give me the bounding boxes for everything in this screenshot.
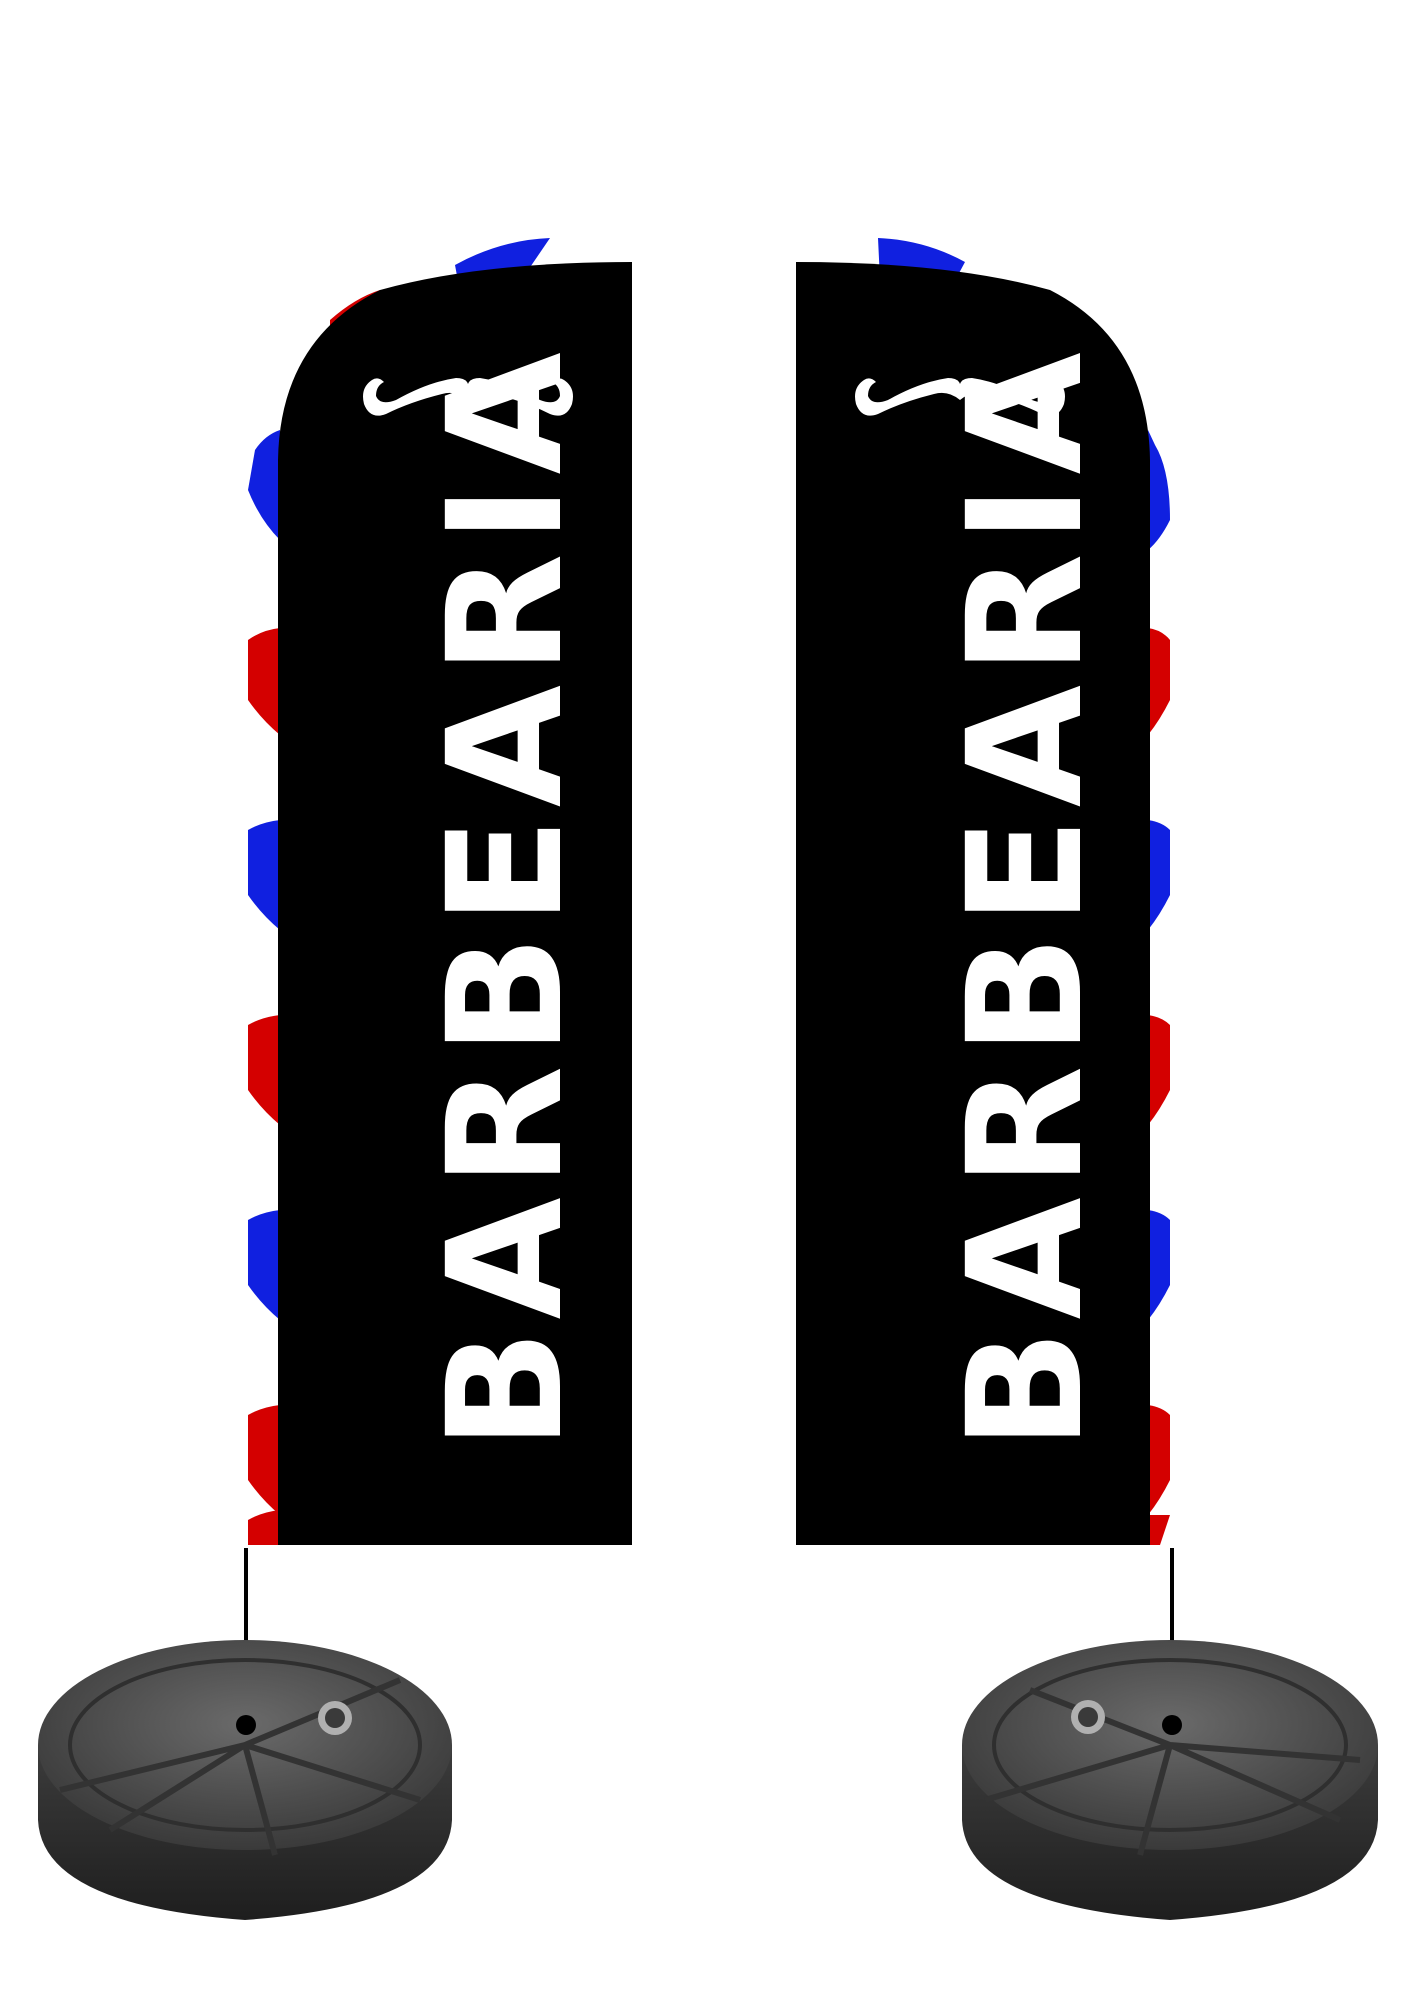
flag-right-label: BARBEARIA bbox=[934, 342, 1118, 1450]
flag-left-label: BARBEARIA bbox=[414, 342, 598, 1450]
base-right bbox=[962, 1640, 1378, 1920]
flag-left: BARBEARIA bbox=[248, 235, 632, 1545]
barber-stripes-left bbox=[248, 235, 600, 1545]
base-left bbox=[38, 1640, 452, 1920]
mustache-icon bbox=[855, 378, 1065, 416]
flag-left-body bbox=[278, 262, 632, 1545]
mustache-icon bbox=[363, 378, 573, 416]
flag-right-body bbox=[796, 262, 1150, 1545]
flag-right: BARBEARIA bbox=[796, 235, 1170, 1545]
